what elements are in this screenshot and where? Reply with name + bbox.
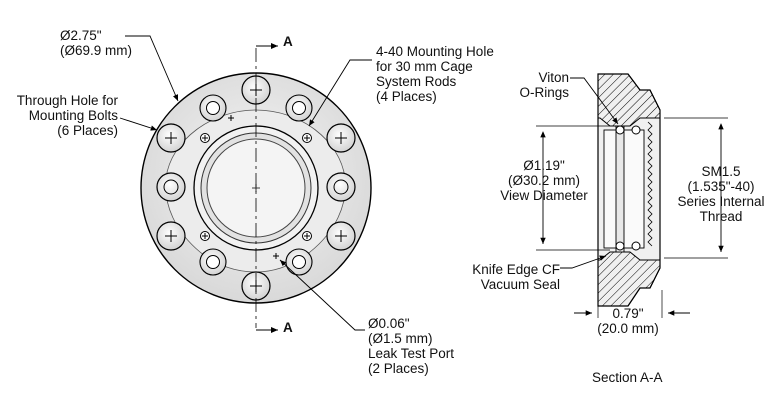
leak-port	[273, 253, 279, 259]
section-marker-bottom: A	[283, 320, 293, 335]
leak-port	[228, 115, 234, 121]
through-hole	[326, 123, 356, 153]
outer-diameter-label: Ø2.75" (Ø69.9 mm)	[60, 28, 132, 58]
section-hatch-top	[597, 73, 661, 127]
oring	[631, 241, 641, 251]
through-hole	[156, 221, 186, 251]
through-hole	[156, 172, 186, 202]
thread-label: SM1.5 (1.535"-40) Series Internal Thread	[677, 164, 765, 224]
section-window	[615, 125, 625, 253]
mounting-hole-label: 4-40 Mounting Hole for 30 mm Cage System…	[376, 44, 494, 104]
cage-hole	[285, 94, 313, 122]
section-title: Section A-A	[592, 370, 663, 385]
cage-hole	[199, 248, 227, 276]
leak-test-ports	[228, 115, 279, 259]
through-holes	[156, 75, 356, 301]
through-hole-label: Through Hole for Mounting Bolts (6 Place…	[16, 93, 118, 138]
cage-hole	[199, 94, 227, 122]
section-marker-top: A	[283, 34, 293, 49]
cage-hole	[285, 248, 313, 276]
oring-label: Viton O-Rings	[519, 70, 569, 100]
front-view	[119, 35, 372, 333]
cage-mounting-holes	[199, 94, 313, 276]
seal-label: Knife Edge CF Vacuum Seal	[472, 262, 560, 292]
thickness-label: 0.79" (20.0 mm)	[597, 306, 659, 336]
screw	[302, 133, 312, 143]
view-diameter-label: Ø1.19" (Ø30.2 mm) View Diameter	[500, 158, 588, 203]
retaining-screws	[200, 133, 312, 241]
through-hole	[156, 123, 186, 153]
section-thread	[647, 121, 653, 247]
outer-diameter-mm: (Ø69.9 mm)	[60, 43, 133, 58]
through-hole	[326, 221, 356, 251]
screw	[200, 133, 210, 143]
through-hole	[326, 172, 356, 202]
outer-diameter-in: Ø2.75"	[60, 28, 102, 43]
section-hatch-bottom	[597, 251, 661, 307]
section-view	[536, 73, 728, 318]
oring	[615, 125, 625, 135]
oring	[631, 125, 641, 135]
screw	[200, 231, 210, 241]
screw	[302, 231, 312, 241]
leak-port-label: Ø0.06" (Ø1.5 mm) Leak Test Port (2 Place…	[368, 316, 455, 376]
oring	[615, 241, 625, 251]
